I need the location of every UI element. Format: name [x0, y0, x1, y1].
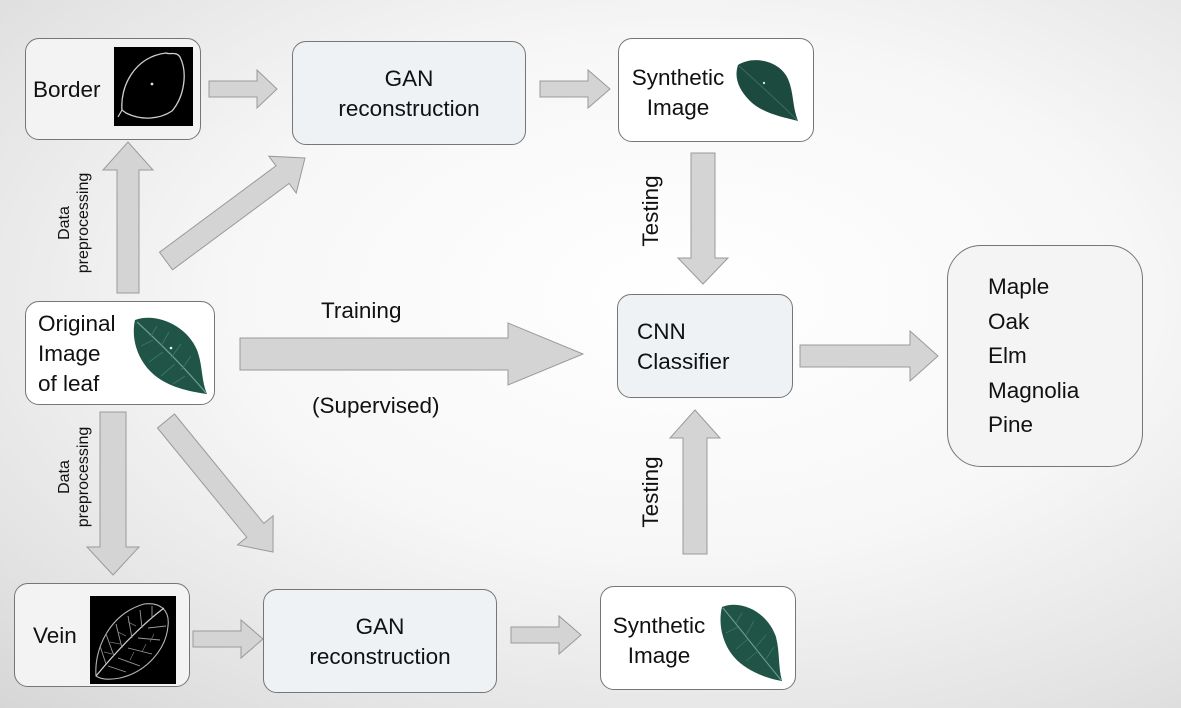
gan-reconstruction-bottom-node: GAN reconstruction — [263, 589, 497, 693]
output-class-list: Maple Oak Elm Magnolia Pine — [988, 270, 1079, 443]
border-node-label: Border — [33, 77, 101, 102]
class-item: Elm — [988, 343, 1027, 368]
vein-thumbnail — [90, 596, 176, 684]
data-preprocessing-down-label: Data preprocessing — [56, 426, 92, 528]
synthetic-image-bottom-node: Synthetic Image — [600, 586, 796, 690]
gan-reconstruction-top-node: GAN reconstruction — [292, 41, 526, 145]
arrow-synthetic-top-to-cnn — [676, 152, 730, 285]
synthetic-top-label: Synthetic Image — [631, 65, 725, 120]
original-image-node: Original Image of leaf — [25, 301, 215, 405]
arrow-synthetic-bottom-to-cnn — [668, 409, 722, 555]
arrow-vein-to-gan-bottom — [192, 618, 264, 660]
class-item: Maple — [988, 274, 1050, 299]
class-item: Pine — [988, 412, 1034, 437]
arrow-cnn-to-classes — [799, 329, 939, 383]
output-classes-node: Maple Oak Elm Magnolia Pine — [947, 245, 1143, 467]
arrow-gan-bottom-to-synthetic — [510, 614, 582, 656]
border-node: Border — [25, 38, 201, 140]
data-preprocessing-up-label: Data preprocessing — [56, 172, 92, 274]
class-item: Oak — [988, 308, 1030, 334]
gan-bottom-label: GAN reconstruction — [309, 614, 451, 669]
vein-node: Vein — [14, 583, 190, 687]
arrow-original-to-cnn — [239, 322, 585, 386]
supervised-label: (Supervised) — [312, 393, 440, 418]
class-item: Magnolia — [988, 377, 1080, 403]
synthetic-bottom-label: Synthetic Image — [612, 613, 706, 668]
synthetic-top-thumbnail — [730, 55, 800, 123]
arrow-original-to-border — [101, 141, 155, 294]
testing-bottom-label: Testing — [638, 456, 663, 528]
synthetic-image-top-node: Synthetic Image — [618, 38, 814, 142]
arrow-original-to-gan-bottom — [156, 413, 274, 553]
arrow-border-to-gan — [208, 68, 278, 110]
arrow-original-to-gan-top — [158, 155, 306, 271]
original-leaf-thumbnail — [127, 310, 209, 398]
training-label: Training — [321, 298, 402, 323]
original-image-node-label: Original Image of leaf — [38, 311, 116, 396]
cnn-classifier-node: CNN Classifier — [617, 294, 793, 398]
border-thumbnail — [114, 47, 193, 126]
testing-top-label: Testing — [638, 175, 663, 247]
vein-node-label: Vein — [33, 623, 77, 648]
arrow-original-to-vein — [85, 411, 141, 576]
gan-top-label: GAN reconstruction — [338, 66, 480, 121]
synthetic-bottom-thumbnail — [714, 599, 784, 683]
cnn-classifier-label: CNN Classifier — [637, 319, 730, 374]
arrow-gan-to-synthetic-top — [539, 68, 611, 110]
